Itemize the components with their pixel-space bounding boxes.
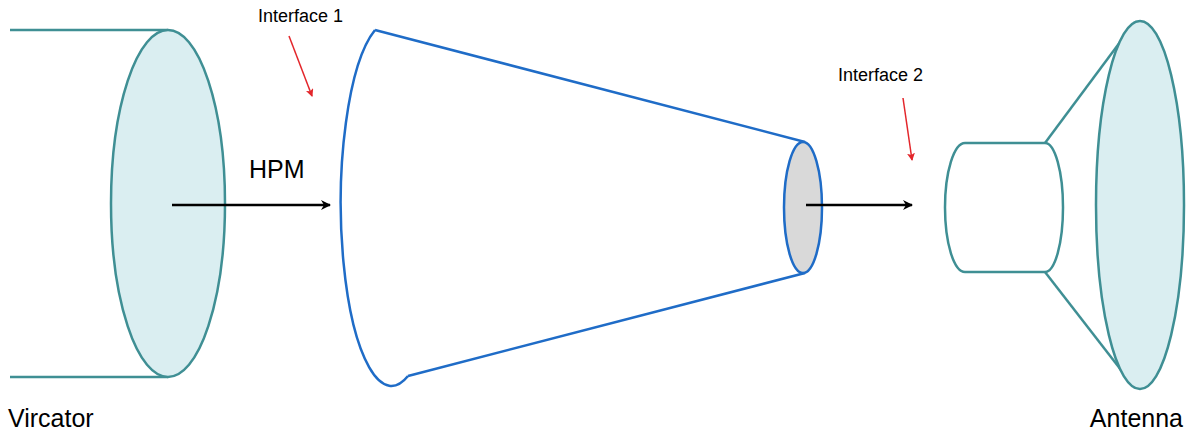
cone-taper bbox=[341, 30, 822, 386]
hpm-arrow bbox=[172, 204, 330, 207]
leader-arrow bbox=[903, 98, 912, 160]
output-arrow bbox=[806, 204, 912, 207]
signal-label: HPM bbox=[249, 155, 305, 184]
vircator-cylinder bbox=[10, 30, 225, 377]
interface-label: Interface 2 bbox=[838, 65, 923, 86]
leader-arrow bbox=[289, 36, 312, 96]
part-name: Vircator bbox=[8, 404, 94, 433]
interface-label: Interface 1 bbox=[258, 6, 343, 27]
part-name: Antenna bbox=[1090, 404, 1183, 433]
horn-antenna bbox=[945, 21, 1184, 389]
